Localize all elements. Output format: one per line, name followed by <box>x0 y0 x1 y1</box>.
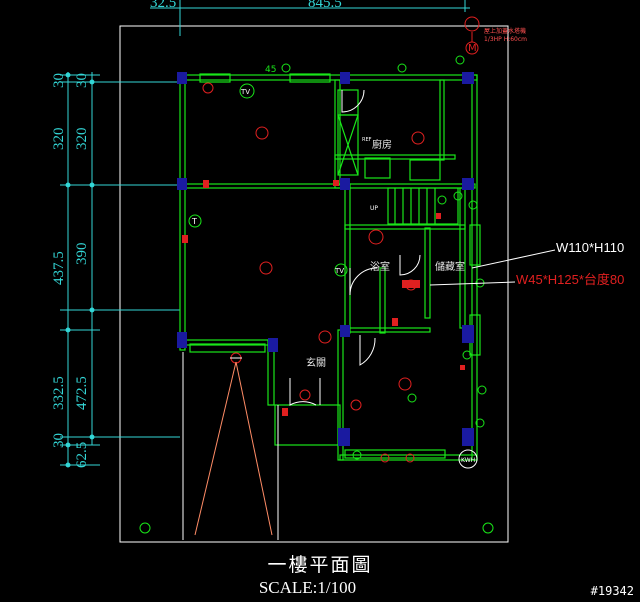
dim-30-top-inner: 30 <box>74 73 90 88</box>
driveway-ramp <box>194 357 273 536</box>
window-callout-2: W45*H125*台度80 <box>516 272 624 287</box>
motor-symbol-label: M <box>468 43 477 54</box>
tv-symbol-label: TV <box>240 88 250 96</box>
drawing-title: 一樓平面圖 <box>267 554 373 576</box>
sheet-number: #19342 <box>590 584 634 598</box>
stair-up-label: UP <box>370 205 378 212</box>
top-dim-total: 845.5 <box>308 0 342 11</box>
fixture-symbol-labels: TV TV T KWH M REF UP 45 <box>191 43 477 464</box>
dim-30-bottom: 30 <box>51 433 67 448</box>
dim-62-5: 62.5 <box>74 442 90 468</box>
left-dimension-labels: 30 30 320 320 437.5 390 332.5 472.5 30 6… <box>51 73 90 468</box>
motor-note: 屋上加蓋水塔機 1/3HP H:60cm <box>465 27 527 55</box>
room-labels: 廚房 浴室 儲藏室 玄關 <box>306 138 465 369</box>
sheet-border <box>119 25 509 543</box>
drawing-scale: SCALE:1/100 <box>258 578 357 597</box>
fridge-label: REF <box>362 137 372 143</box>
window-callouts: W110*H110 W45*H125*台度80 <box>429 240 624 287</box>
fixture-symbols <box>139 55 494 534</box>
dim-320-inner: 320 <box>74 128 90 151</box>
top-dimension: 32.5 845.5 <box>150 0 470 36</box>
dim-472-5: 472.5 <box>74 376 90 410</box>
motor-note-line-2: 1/3HP H:60cm <box>484 36 527 43</box>
dim-30-top: 30 <box>51 73 67 88</box>
structural-columns <box>177 72 474 446</box>
dim-332-5: 332.5 <box>51 376 67 410</box>
top-dim-left: 32.5 <box>150 0 176 11</box>
room-label-kitchen: 廚房 <box>372 138 392 151</box>
kwh-meter-label: KWH <box>461 457 475 464</box>
door-swings <box>289 89 421 406</box>
dim-390: 390 <box>74 243 90 266</box>
motor-note-line-1: 屋上加蓋水塔機 <box>484 27 526 35</box>
room-label-entrance: 玄關 <box>306 356 326 369</box>
room-label-storage: 儲藏室 <box>435 260 465 273</box>
room-label-bathroom: 浴室 <box>370 260 390 273</box>
site-boundary <box>182 352 279 540</box>
left-dimension-chain <box>60 72 180 468</box>
angle-label: 45 <box>265 65 276 75</box>
switches <box>182 180 465 416</box>
dim-437-5: 437.5 <box>51 251 67 285</box>
t-symbol-label: T <box>191 217 197 226</box>
window-callout-1: W110*H110 <box>556 240 624 255</box>
dim-320-outer: 320 <box>51 128 67 151</box>
tv-symbol-label-2: TV <box>334 267 344 275</box>
